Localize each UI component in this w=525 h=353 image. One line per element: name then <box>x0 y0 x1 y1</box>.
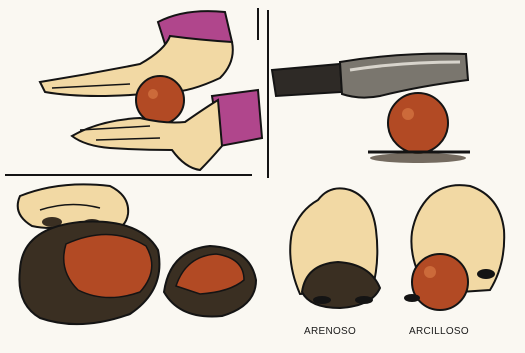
hands-squeezing-soil-comparison-icon <box>290 185 504 310</box>
knife-cutting-soil-ball-icon <box>272 54 470 163</box>
caption-arenoso: ARENOSO <box>304 326 356 337</box>
caption-arcilloso: ARCILLOSO <box>409 326 469 337</box>
fingers-splitting-soil-ball-icon <box>18 184 256 324</box>
hands-rolling-soil-ball-icon <box>40 11 262 170</box>
